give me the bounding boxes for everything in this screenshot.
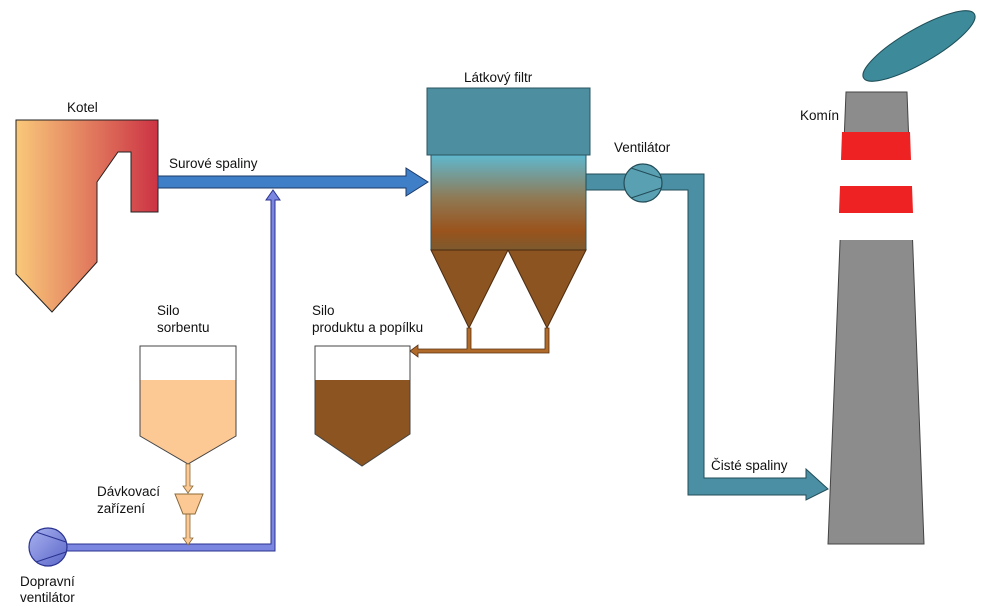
clean-flue-gas-label: Čisté spaliny bbox=[711, 458, 788, 473]
raw-flue-gas-label: Surové spaliny bbox=[169, 156, 258, 171]
fabric-filter-label: Látkový filtr bbox=[464, 70, 533, 85]
sorbent-feed-line bbox=[182, 463, 194, 546]
stack-plume bbox=[862, 10, 976, 82]
sorbent-silo bbox=[139, 345, 237, 465]
dosing-device-label-2: zařízení bbox=[97, 501, 146, 516]
conveying-fan-label-2: ventilátor bbox=[20, 590, 75, 605]
conveying-fan bbox=[28, 527, 68, 567]
dosing-device bbox=[174, 493, 204, 515]
product-silo-label-1: Silo bbox=[312, 303, 335, 318]
fan bbox=[623, 163, 663, 203]
raw-flue-gas-pipe bbox=[157, 167, 429, 197]
sorbent-silo-label-1: Silo bbox=[157, 303, 180, 318]
sorbent-silo-label-2: sorbentu bbox=[157, 320, 210, 335]
conveying-air-line bbox=[63, 189, 281, 552]
conveying-fan-label-1: Dopravní bbox=[20, 574, 75, 589]
product-silo-label-2: produktu a popílku bbox=[312, 320, 424, 335]
clean-flue-gas-pipe bbox=[585, 173, 829, 501]
boiler-label: Kotel bbox=[67, 100, 98, 115]
dosing-device-label-1: Dávkovací bbox=[97, 484, 161, 499]
fabric-filter bbox=[426, 87, 591, 330]
fan-label: Ventilátor bbox=[614, 140, 671, 155]
boiler bbox=[15, 119, 159, 313]
stack bbox=[827, 91, 925, 545]
ash-discharge-line bbox=[409, 327, 550, 358]
stack-label: Komín bbox=[800, 108, 840, 123]
product-silo bbox=[314, 345, 411, 467]
